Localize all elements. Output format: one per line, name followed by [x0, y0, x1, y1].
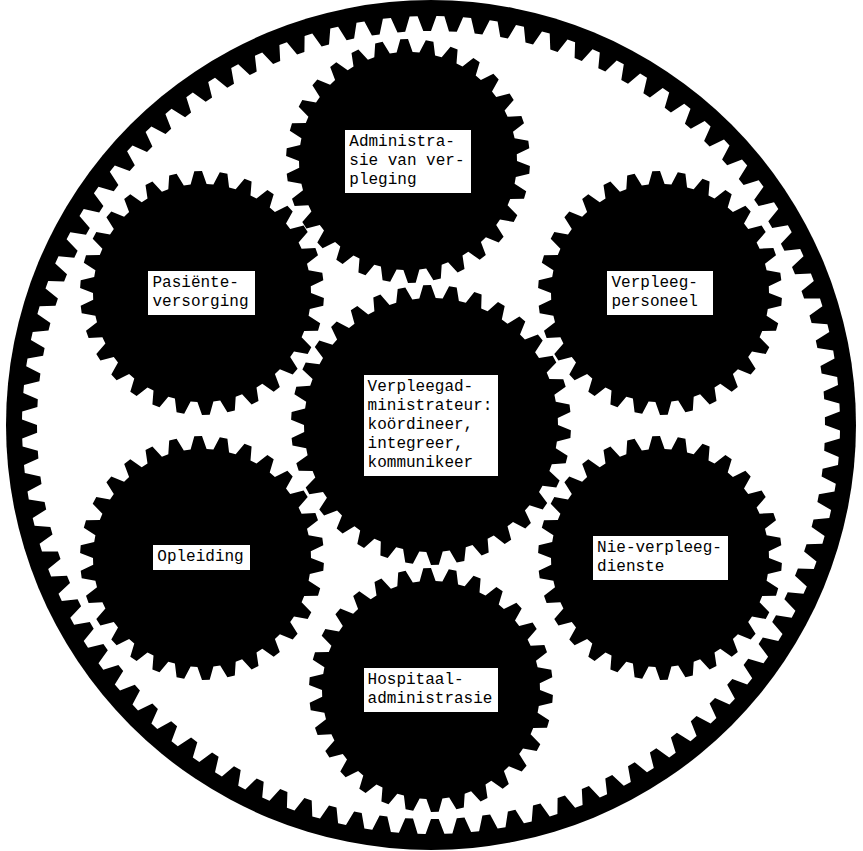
gear-teeth [309, 568, 553, 812]
gear-label: Nie-verpleeg- dienste [593, 536, 728, 580]
gear: Hospitaal- administrasie [309, 568, 553, 812]
ring-teeth [22, 16, 840, 834]
gear: Verpleeg- personeel [538, 171, 782, 415]
gear-teeth [291, 285, 571, 565]
gear-label: Pasiënte- versorging [148, 271, 254, 315]
gear: Opleiding [80, 436, 324, 680]
gear-text: Hospitaal- administrasie [368, 671, 495, 709]
gear: Administra- sie van ver- pleging [286, 39, 530, 283]
gear-label: Administra- sie van ver- pleging [345, 130, 470, 193]
gear-teeth [539, 171, 783, 415]
gear: Verpleegad- ministrateur: koördineer, in… [291, 285, 571, 565]
gear-teeth [286, 39, 530, 283]
gear-text: Verpleeg- personeel [611, 274, 709, 312]
gear-teeth [80, 171, 324, 415]
gear-text: Nie-verpleeg- dienste [597, 539, 724, 577]
outer-disc [6, 0, 856, 850]
gear-text: Opleiding [157, 548, 245, 567]
gear-text: Pasiënte- versorging [152, 274, 250, 312]
gear-label: Opleiding [153, 545, 249, 570]
gear-label: Verpleeg- personeel [607, 271, 713, 315]
gear-teeth [539, 436, 783, 680]
gear-text: Verpleegad- ministrateur: koördineer, in… [368, 378, 495, 473]
gear-text: Administra- sie van ver- pleging [349, 133, 466, 190]
gear: Nie-verpleeg- dienste [538, 436, 782, 680]
gear-label: Hospitaal- administrasie [364, 668, 499, 712]
gear: Pasiënte- versorging [80, 171, 324, 415]
gear-label: Verpleegad- ministrateur: koördineer, in… [364, 375, 499, 476]
gear-teeth [80, 436, 324, 680]
